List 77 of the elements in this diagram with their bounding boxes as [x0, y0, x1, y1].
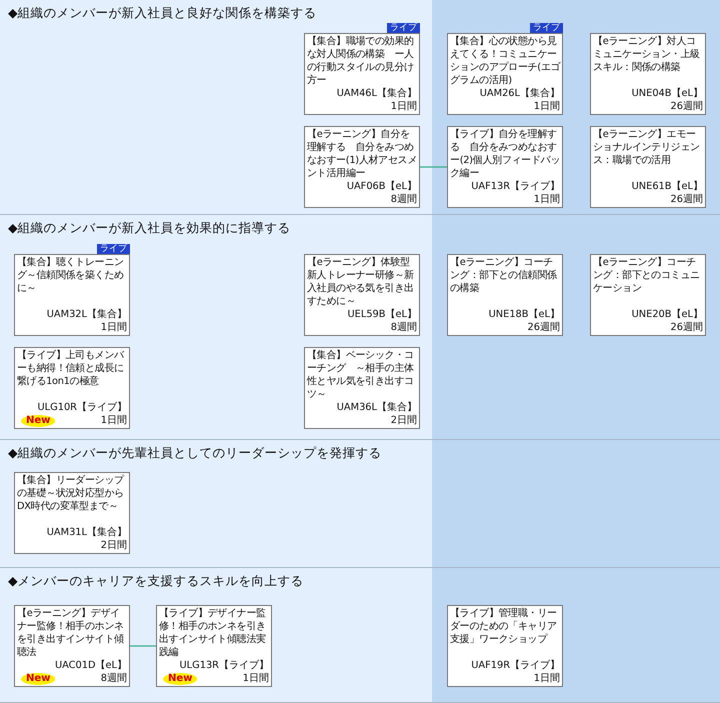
course-code: ULG13R【ライブ】 [180, 659, 269, 672]
course-card [447, 605, 563, 687]
course-duration: 26週間 [670, 193, 703, 206]
section-heading: ◆組織のメンバーが先輩社員としてのリーダーシップを発揮する [8, 445, 382, 462]
live-badge: ライブ [97, 244, 130, 254]
course-duration: 2日間 [100, 539, 127, 552]
course-title: 【集合】リーダーシップの基礎～状況対応型からDX時代の変革型まで～ [17, 474, 126, 513]
course-code: ULG10R【ライブ】 [38, 401, 127, 414]
course-title: 【ライブ】自分を理解する 自分をみつめなおすー(2)個人別フィードバック編ー [450, 128, 561, 180]
course-title: 【ライブ】管理職・リーダーのための「キャリア支援」ワークショップ [450, 607, 558, 646]
course-card [156, 605, 272, 687]
course-card [447, 254, 563, 336]
course-duration: 26週間 [670, 100, 703, 113]
course-code: UAM46L【集合】 [336, 87, 417, 100]
section-heading: ◆組織のメンバーが新入社員と良好な関係を構築する [8, 5, 317, 22]
course-code: UEL59B【eL】 [348, 308, 417, 321]
course-title: 【eラーニング】コーチング：部下との信頼関係の構築 [450, 256, 558, 295]
course-title: 【集合】職場での効果的な対人関係の構築 ー人の行動スタイルの見分け方ー [307, 35, 415, 87]
connector-line [420, 166, 447, 168]
course-code: UAM31L【集合】 [46, 526, 127, 539]
course-code: UAC01D【eL】 [54, 659, 127, 672]
course-card [590, 33, 706, 115]
new-badge: New [21, 415, 56, 427]
section-band [0, 215, 720, 440]
course-card [14, 605, 130, 687]
course-title: 【集合】心の状態から見えてくる！コミュニケーションのアプローチ(エゴグラムの活用) [450, 35, 561, 87]
course-title: 【eラーニング】体験型新人トレーナー研修～新入社員のやる気を引き出すために～ [307, 256, 415, 308]
course-duration: 1日間 [390, 100, 417, 113]
course-card [304, 126, 420, 208]
course-code: UNE20B【eL】 [632, 308, 703, 321]
section-heading: ◆メンバーのキャリアを支援するスキルを向上する [8, 573, 304, 590]
course-duration: 8週間 [390, 321, 417, 334]
course-duration: 26週間 [670, 321, 703, 334]
course-card [447, 126, 563, 208]
course-duration: 26週間 [528, 321, 560, 334]
course-title: 【集合】聴くトレーニング～信頼関係を築くために～ [17, 256, 125, 295]
course-title: 【ライブ】デザイナー監修！相手のホンネを引き出すインサイト傾聴法実践編 [159, 607, 267, 659]
course-code: UNE18B【eL】 [488, 308, 560, 321]
course-title: 【eラーニング】対人コミュニケーション・上級スキル：関係の構築 [593, 35, 701, 74]
course-title: 【eラーニング】自分を理解する 自分をみつめなおすー(1)人材アセスメント活用編ー [307, 128, 418, 180]
live-badge: ライブ [530, 23, 563, 33]
connector-line [130, 645, 156, 647]
section-heading: ◆組織のメンバーが新入社員を効果的に指導する [8, 220, 291, 237]
course-title: 【ライブ】上司もメンバーも納得！信頼と成長に繋げる1on1の極意 [17, 349, 126, 388]
course-card [14, 472, 130, 554]
course-duration: 8週間 [100, 672, 127, 685]
course-duration: 1日間 [534, 193, 560, 206]
course-duration: 8週間 [390, 193, 417, 206]
course-duration: 1日間 [534, 100, 560, 113]
course-duration: 1日間 [100, 414, 127, 427]
course-code: UAF13R【ライブ】 [471, 180, 560, 193]
course-card [14, 347, 130, 429]
section-band [0, 568, 720, 703]
course-code: UAM26L【集合】 [480, 87, 560, 100]
course-title: 【eラーニング】デザイナー監修！相手のホンネを引き出すインサイト傾聴法 [17, 607, 125, 659]
course-duration: 1日間 [100, 321, 127, 334]
section-band [0, 440, 720, 568]
new-badge: New [21, 673, 56, 685]
section-band [0, 0, 720, 215]
course-code: UAM32L【集合】 [46, 308, 127, 321]
course-code: UAF06B【eL】 [346, 180, 417, 193]
course-code: UAF19R【ライブ】 [471, 659, 560, 672]
course-code: UAM36L【集合】 [336, 401, 417, 414]
course-duration: 1日間 [242, 672, 269, 685]
course-card [590, 254, 706, 336]
live-badge: ライブ [387, 23, 420, 33]
course-card [304, 254, 420, 336]
course-duration: 1日間 [534, 672, 560, 685]
course-card [304, 347, 420, 429]
course-title: 【eラーニング】エモーショナルインテリジェンス：職場での活用 [593, 128, 701, 167]
course-card [590, 126, 706, 208]
course-code: UNE61B【eL】 [632, 180, 703, 193]
course-code: UNE04B【eL】 [632, 87, 703, 100]
course-duration: 2日間 [390, 414, 417, 427]
new-badge: New [163, 673, 198, 685]
course-title: 【集合】ベーシック・コーチング ～相手の主体性とヤル気を引き出すコツ～ [307, 349, 415, 401]
course-title: 【eラーニング】コーチング：部下とのコミュニケーション [593, 256, 701, 295]
